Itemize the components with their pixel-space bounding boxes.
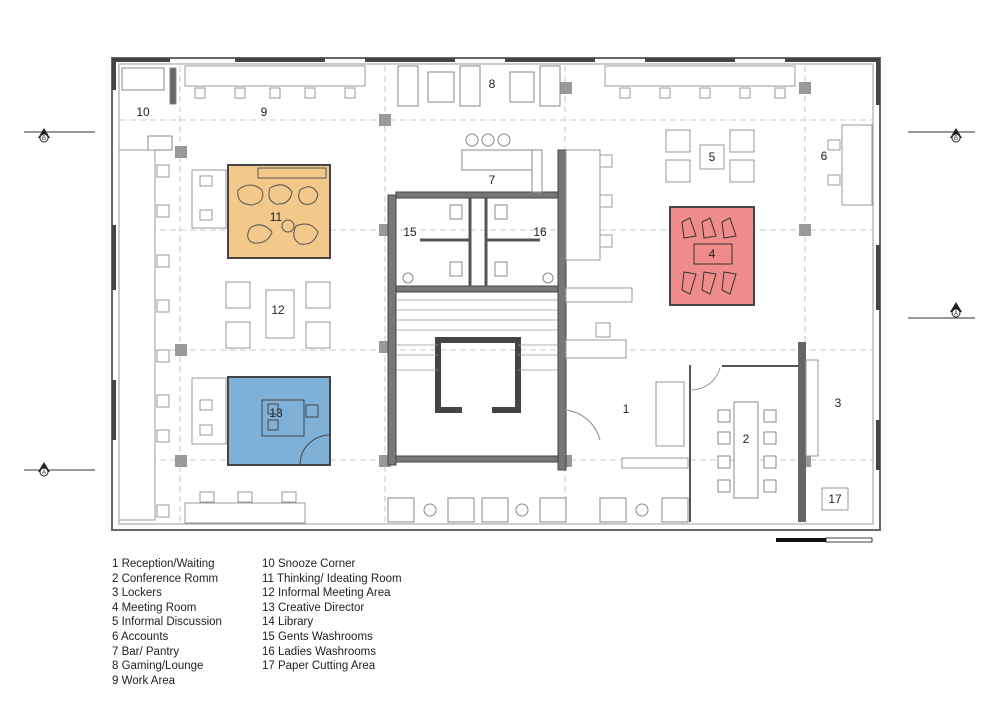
legend-item: 15 Gents Washrooms (262, 630, 373, 643)
section-marker-b-right: B (954, 136, 958, 142)
legend-column-left: 1 Reception/Waiting 2 Conference Romm 3 Lo… (112, 557, 222, 688)
thinking-room (227, 164, 331, 259)
meeting-room-furniture (681, 217, 737, 295)
room-label-1: 1 (623, 402, 630, 416)
room-label-16: 16 (533, 225, 547, 239)
creative-director-furniture (261, 399, 331, 466)
room-labels: 1 2 3 4 5 6 7 8 9 10 11 12 13 15 16 17 (136, 77, 842, 506)
washroom-partitions (420, 198, 540, 286)
legend-column-right: 10 Snooze Corner 11 Thinking/ Ideating Ro… (262, 557, 402, 674)
washroom-fixtures (402, 204, 554, 284)
legend-item: 16 Ladies Washrooms (262, 645, 376, 658)
creative-director-room (227, 376, 331, 466)
room-label-17: 17 (828, 492, 842, 506)
legend-item: 9 Work Area (112, 674, 176, 687)
room-label-11: 11 (270, 210, 283, 224)
legend-item: 5 Informal Discussion (112, 616, 222, 629)
conference-room-walls (689, 365, 800, 522)
thinking-room-desk (191, 169, 227, 229)
bottom-left-desks (184, 491, 306, 524)
reception-area (564, 381, 689, 469)
legend-item: 7 Bar/ Pantry (112, 645, 180, 658)
room-label-12: 12 (271, 303, 285, 317)
legend-item: 4 Meeting Room (112, 601, 197, 614)
room-label-6: 6 (821, 149, 828, 163)
bottom-lounge-seating (387, 497, 689, 523)
accounts-desks (827, 124, 873, 206)
legend-item: 12 Informal Meeting Area (262, 587, 391, 600)
snooze-corner (121, 67, 177, 151)
exterior-wall-segments (112, 58, 880, 470)
scale-bar (776, 537, 873, 543)
room-label-10: 10 (136, 105, 150, 119)
top-workstations (184, 65, 796, 99)
legend-item: 2 Conference Romm (112, 572, 219, 585)
lockers (798, 342, 819, 522)
room-label-13: 13 (269, 406, 283, 420)
core-walls (387, 149, 567, 471)
informal-discussion (665, 129, 755, 183)
legend-item: 17 Paper Cutting Area (262, 660, 376, 673)
left-workstations (118, 149, 170, 521)
thinking-room-bench (257, 167, 327, 179)
legend-item: 11 Thinking/ Ideating Room (262, 572, 402, 585)
creative-director-desk (191, 377, 227, 445)
room-label-9: 9 (261, 105, 268, 119)
legend-item: 3 Lockers (112, 587, 162, 600)
section-markers: B B A A (24, 128, 975, 477)
legend-item: 8 Gaming/Lounge (112, 660, 204, 673)
room-label-8: 8 (489, 77, 496, 91)
legend-item: 14 Library (262, 616, 314, 629)
section-marker-a-left: A (42, 470, 46, 476)
room-label-4: 4 (709, 247, 716, 261)
legend-item: 1 Reception/Waiting (112, 558, 215, 570)
thinking-room-seating (237, 184, 319, 245)
conference-table (717, 401, 777, 499)
gaming-lounge (397, 65, 561, 107)
section-marker-a-right: A (954, 311, 958, 317)
informal-meeting-area (225, 281, 331, 349)
stairs (396, 299, 558, 371)
legend-item: 13 Creative Director (262, 601, 365, 614)
room-label-3: 3 (835, 396, 842, 410)
legend-item: 6 Accounts (112, 630, 169, 643)
section-marker-b-left: B (42, 136, 46, 142)
lift-shaft (435, 337, 521, 413)
center-right-workstations (565, 149, 633, 359)
room-label-7: 7 (489, 173, 496, 187)
room-label-2: 2 (743, 432, 750, 446)
legend-item: 10 Snooze Corner (262, 558, 356, 570)
room-label-15: 15 (403, 225, 417, 239)
paper-cutting-table (821, 487, 849, 511)
room-label-5: 5 (709, 150, 716, 164)
pantry-bar (461, 133, 543, 193)
